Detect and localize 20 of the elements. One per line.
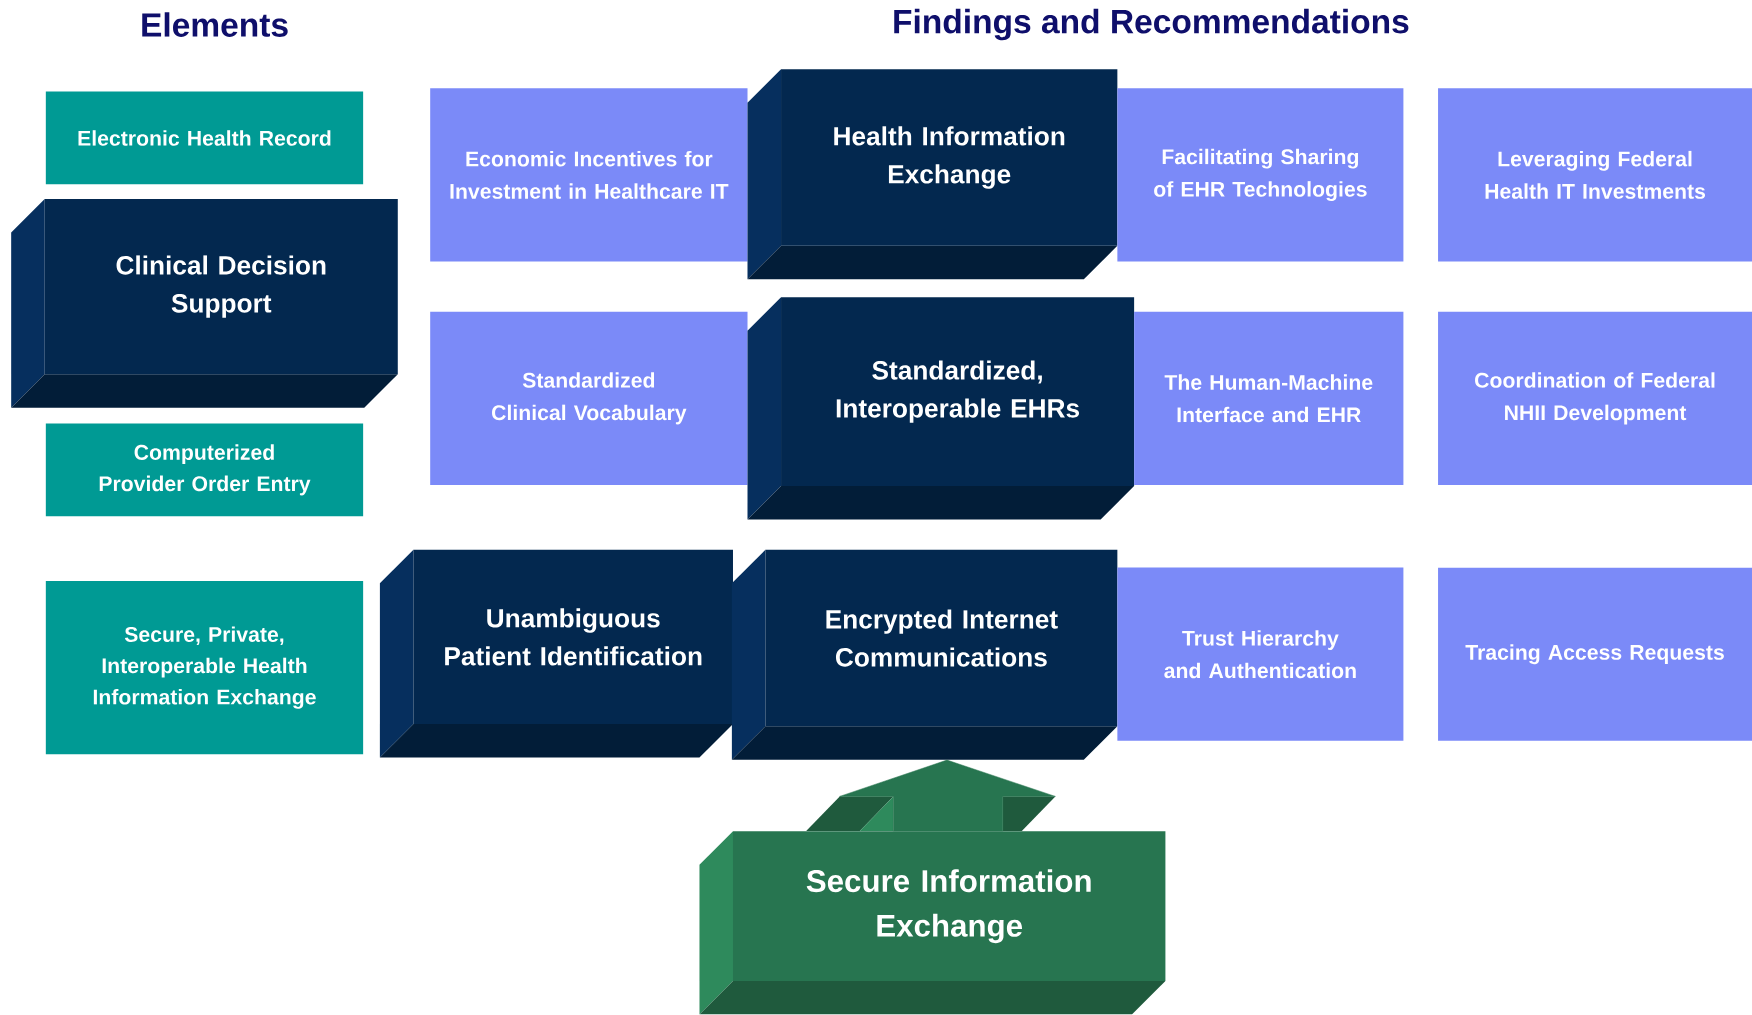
block: Secure Information Exchange [699, 831, 1166, 1015]
finding-box: Economic Incentives for Investment in Healthcare IT [430, 88, 748, 262]
heading: Elements [142, 12, 288, 38]
finding-box: Leveraging Federal Health IT Investments [1438, 88, 1752, 262]
block: Standardized, Interoperable EHRs [747, 297, 1135, 520]
finding-box: The Human-Machine Interface and EHR [1134, 311, 1404, 486]
finding-box: Tracing Access Requests [1438, 567, 1752, 742]
block-arrow [806, 760, 1056, 832]
finding-box: Trust Hierarchy and Authentication [1117, 567, 1404, 742]
heading: Findings and Recommendations [894, 9, 1409, 41]
block: Unambiguous Patient Identification [379, 549, 733, 758]
element-box: Electronic Health Record [45, 91, 364, 185]
element-box: Computerized Provider Order Entry [45, 423, 364, 517]
finding-box: Coordination of Federal NHII Development [1438, 311, 1752, 486]
block: Health Information Exchange [747, 69, 1118, 280]
block: Clinical Decision Support [11, 199, 398, 409]
finding-box: Standardized Clinical Vocabulary [430, 311, 748, 486]
block: Encrypted Internet Communications [731, 549, 1118, 760]
element-box: Secure, Private, Interoperable Health Information Exchange [45, 581, 364, 755]
finding-box: Facilitating Sharing of EHR Technologies [1117, 88, 1404, 262]
